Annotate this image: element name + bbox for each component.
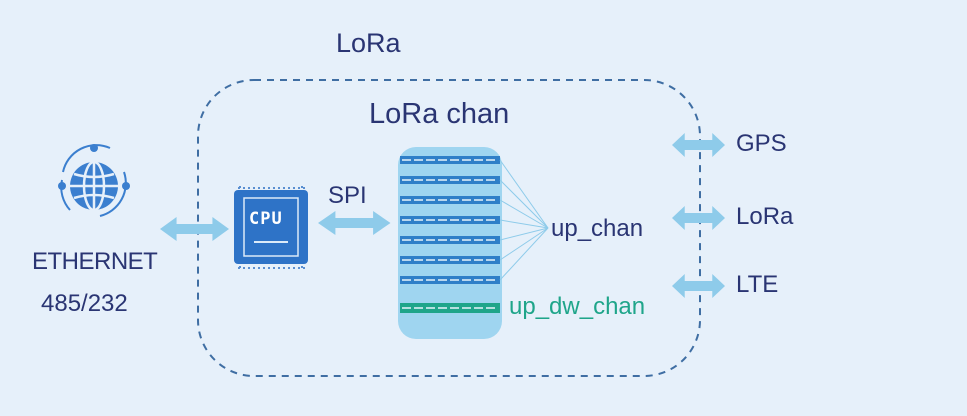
channel-rows [400,156,500,313]
up-down-channel-row [400,303,500,313]
serial-label: 485/232 [41,290,128,317]
fan-lines [499,159,549,281]
channel-row [400,216,500,224]
port-lte: LTE [736,271,779,298]
ethernet-label: ETHERNET [32,248,158,275]
up-dw-chan-label: up_dw_chan [509,293,646,320]
inner-label: LoRa chan [369,98,510,130]
channel-row [400,196,500,204]
channel-row [400,236,500,244]
channel-row [400,176,500,184]
channel-row [400,256,500,264]
cpu-label: CPU [249,209,283,229]
outer-label: LoRa [336,28,401,58]
port-gps: GPS [736,130,787,157]
up-chan-label: up_chan [551,215,644,242]
spi-label: SPI [328,182,367,209]
channel-row [400,156,500,164]
port-lora: LoRa [736,203,794,230]
channel-row [400,276,500,284]
